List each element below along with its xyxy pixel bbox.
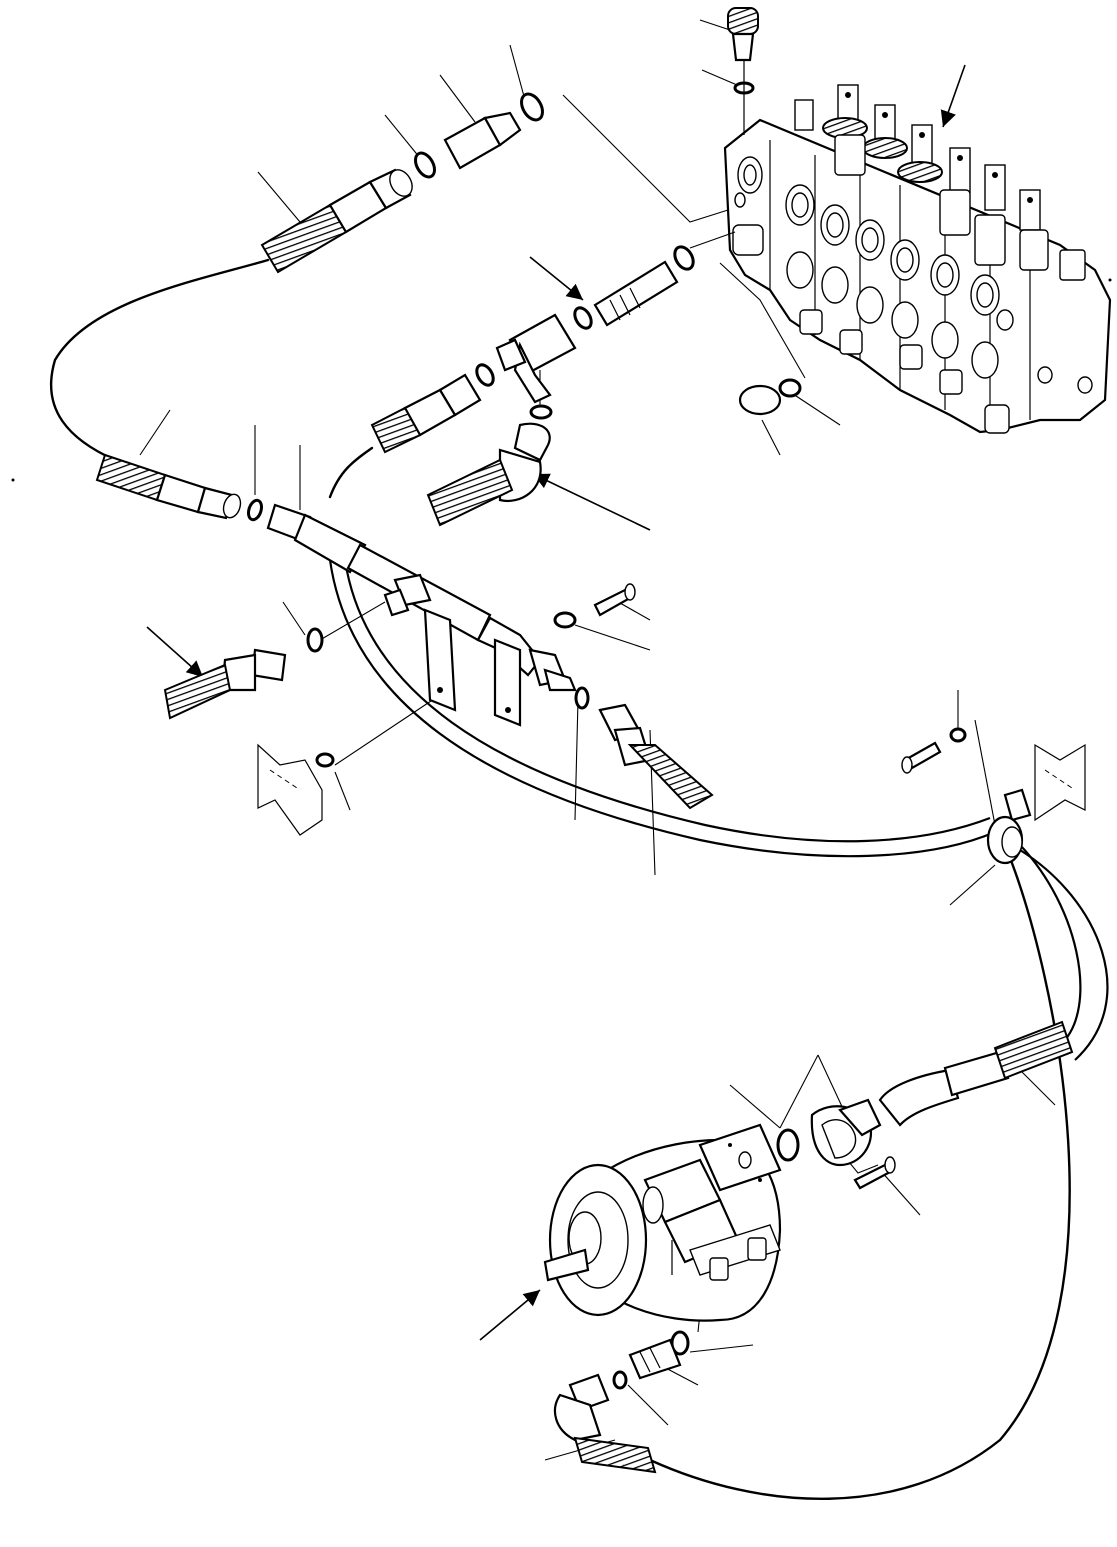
- frame-fragment-left: [257, 743, 323, 836]
- hydraulic-pump: [543, 1123, 782, 1322]
- top-fittings: [260, 92, 544, 274]
- split-flange: [776, 1020, 1074, 1190]
- hose-lines: [49, 258, 1109, 1500]
- clamp: [901, 727, 1032, 865]
- suction-fitting: [553, 1330, 690, 1474]
- plug: [738, 378, 802, 416]
- frame-fragment-right: [1034, 743, 1086, 822]
- tee-fitting: [370, 245, 695, 527]
- manifold-block: [95, 453, 714, 810]
- leader-lines: [139, 19, 1056, 1461]
- relief-valve: [727, 7, 759, 135]
- control-valve: [723, 84, 1112, 434]
- direction-arrows: [146, 64, 966, 1341]
